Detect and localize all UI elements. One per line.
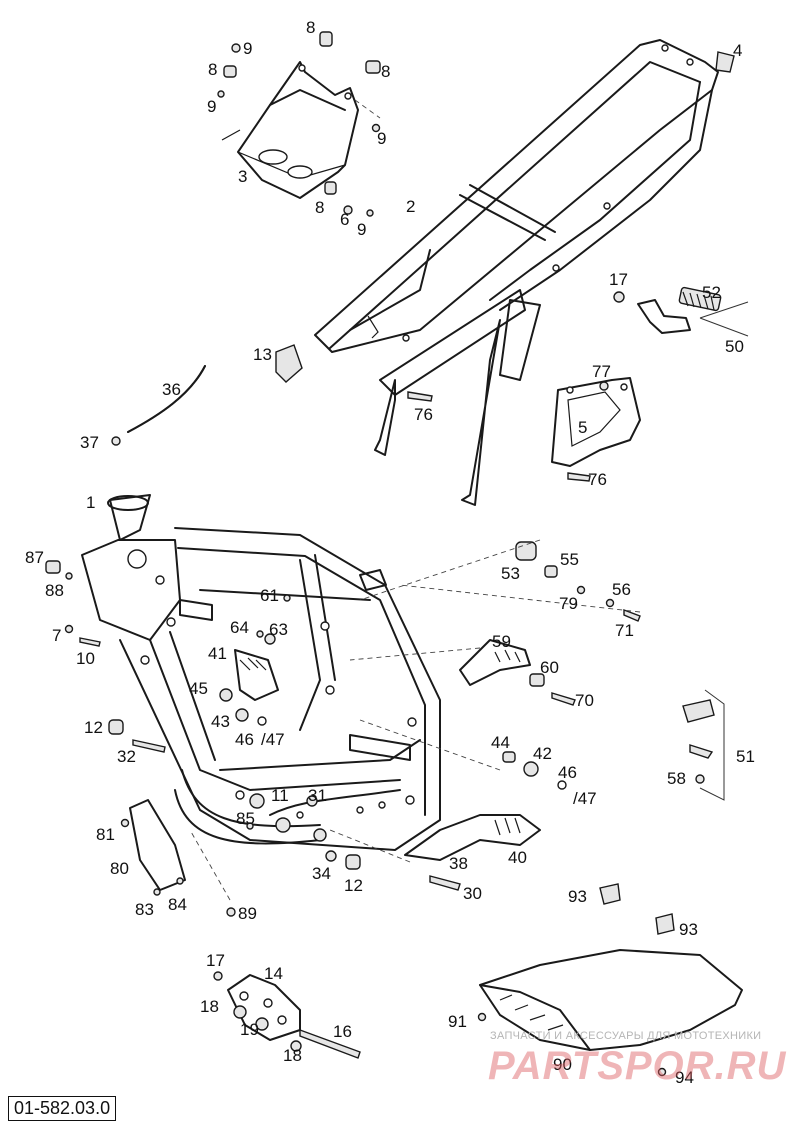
callout-91: 91 [448,1012,467,1031]
callout-81: 81 [96,825,115,844]
callout-16: 16 [333,1022,352,1041]
callout-63: 63 [269,620,288,639]
leader-lines [189,539,641,901]
callout-41: 41 [208,644,227,663]
main-frame-drawing [81,494,441,851]
callout-38: 38 [449,854,468,873]
callout-51: 51 [736,747,755,766]
callout-12: 12 [84,718,103,737]
callout-34: 34 [312,864,331,883]
callout-8: 8 [306,18,315,37]
frame-bracket-5 [407,377,641,482]
stand-spring-group [613,286,749,337]
callout-labels: 8 9 8 8 9 9 3 8 6 9 4 2 17 52 50 13 36 3… [25,18,755,1087]
callout-9: 9 [243,39,252,58]
callout-4: 4 [733,41,742,60]
callout-76: 76 [588,470,607,489]
callout-46: 46 [558,763,577,782]
callout-7: 7 [52,626,61,645]
callout-11: 11 [271,786,289,805]
callout-18: 18 [200,997,219,1016]
callout-36: 36 [162,380,181,399]
callout-8: 8 [315,198,324,217]
callout-80: 80 [110,859,129,878]
callout-1: 1 [86,493,95,512]
callout-42: 42 [533,744,552,763]
callout-40: 40 [508,848,527,867]
callout-70: 70 [575,691,594,710]
callout-83: 83 [135,900,154,919]
callout-10: 10 [76,649,95,668]
footrest-right [404,814,541,891]
callout-89: 89 [238,904,257,923]
callout-90: 90 [553,1055,572,1074]
callout-13: 13 [253,345,272,364]
callout-53: 53 [501,564,520,583]
callout-3: 3 [238,167,247,186]
callout-93: 93 [568,887,587,906]
callout-85: 85 [236,809,255,828]
callout-79: 79 [559,594,578,613]
callout-2: 2 [406,197,415,216]
callout-37: 37 [80,433,99,452]
callout-44: 44 [491,733,510,752]
sidestand-bracket [213,971,361,1059]
part-93-a [599,883,621,905]
part-93-b [655,913,675,935]
skid-plate-hardware [217,31,381,217]
callout-77: 77 [592,362,611,381]
callout-59: 59 [492,632,511,651]
upper-skid-plate-drawing [221,61,359,199]
subframe-drawing [314,39,719,506]
callout-50: 50 [725,337,744,356]
callout-8: 8 [208,60,217,79]
callout-76: 76 [414,405,433,424]
callout-14: 14 [264,964,283,983]
callout-8: 8 [381,62,390,81]
diagram-code: 01-582.03.0 [8,1096,117,1121]
engine-skid-plate-90 [477,949,743,1077]
callout-55: 55 [560,550,579,569]
chain-guard-80 [120,799,236,917]
callout-56: 56 [612,580,631,599]
callout-17: 17 [206,951,225,970]
callout-45: 45 [189,679,208,698]
callout-64: 64 [230,618,249,637]
callout-17: 17 [609,270,628,289]
part-4-pad [715,51,735,73]
callout-19: 19 [240,1020,259,1039]
callout-94: 94 [675,1068,694,1087]
callout-93: 93 [679,920,698,939]
callout-47: /47 [573,789,597,808]
callout-18: 18 [283,1046,302,1065]
sidestand-51 [682,689,725,801]
callout-61: 61 [260,586,279,605]
callout-43: 43 [211,712,230,731]
callout-58: 58 [667,769,686,788]
callout-9: 9 [207,97,216,116]
watermark-brand: PARTSPOR.RU [488,1044,787,1088]
frame-hardware [45,541,641,870]
callout-84: 84 [168,895,187,914]
callout-88: 88 [45,581,64,600]
callout-30: 30 [463,884,482,903]
callout-46: 46 [235,730,254,749]
callout-6: 6 [340,210,349,229]
callout-31: 31 [308,786,327,805]
callout-52: 52 [702,283,721,302]
callout-5: 5 [578,418,587,437]
callout-47: /47 [261,730,285,749]
watermark-tagline: ЗАПЧАСТИ И АКСЕССУАРЫ ДЛЯ МОТОТЕХНИКИ [490,1030,762,1042]
callout-87: 87 [25,548,44,567]
callout-71: 71 [615,621,634,640]
callout-32: 32 [117,747,136,766]
callout-12: 12 [344,876,363,895]
callout-9: 9 [357,220,366,239]
callout-9: 9 [377,129,386,148]
callout-60: 60 [540,658,559,677]
misc-small-parts [111,344,303,446]
